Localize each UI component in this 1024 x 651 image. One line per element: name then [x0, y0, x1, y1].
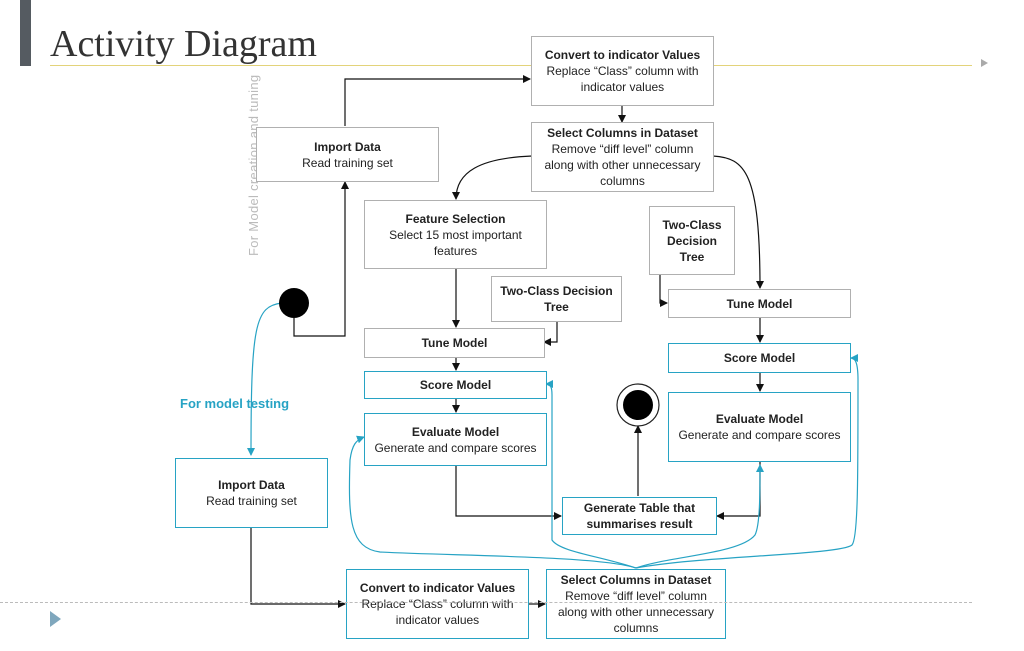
node-desc: Remove “diff level” column along with ot…: [544, 142, 701, 188]
edge-select-to-feature: [452, 155, 533, 200]
edge-import-to-convert: [344, 75, 531, 126]
node-title: Select Columns in Dataset: [547, 126, 698, 140]
score-model-left-node: Score Model: [364, 371, 547, 399]
node-title: Tune Model: [726, 296, 793, 311]
node-title: Evaluate Model: [715, 412, 804, 426]
edge-dtree-right-to-tune-right: [659, 275, 668, 307]
select-columns-training-node: Select Columns in Dataset Remove “diff l…: [531, 122, 714, 192]
bottom-triangle-icon: [50, 611, 61, 627]
node-title: Feature Selection: [405, 211, 506, 226]
feature-selection-node: Feature Selection Select 15 most importa…: [364, 200, 547, 269]
node-title: Convert to indicator Values: [359, 581, 516, 595]
page-title: Activity Diagram: [50, 23, 317, 65]
model-testing-label: For model testing: [180, 396, 290, 411]
edge-start-to-import-test: [247, 302, 283, 456]
node-title: Import Data: [314, 139, 381, 154]
decision-tree-right-node: Two-Class Decision Tree: [649, 206, 735, 275]
convert-indicator-testing-node: Convert to indicator Values Replace “Cla…: [346, 569, 529, 639]
evaluate-model-right-node: Evaluate Model Generate and compare scor…: [668, 392, 851, 462]
edge-test-to-score-right: [635, 354, 859, 569]
node-desc: Remove “diff level” column along with ot…: [557, 589, 715, 635]
evaluate-model-left-node: Evaluate Model Generate and compare scor…: [364, 413, 547, 466]
select-columns-testing-node: Select Columns in Dataset Remove “diff l…: [546, 569, 726, 639]
tune-model-right-node: Tune Model: [668, 289, 851, 318]
node-title: Evaluate Model: [411, 424, 500, 439]
node-desc: Generate and compare scores: [374, 440, 537, 455]
node-title: Two-Class Decision Tree: [500, 284, 613, 314]
node-title: Select Columns in Dataset: [560, 573, 712, 587]
tune-model-left-node: Tune Model: [364, 328, 545, 358]
node-title: Score Model: [723, 351, 796, 365]
edge-dtree-left-to-tune-left: [543, 322, 558, 346]
node-title: Tune Model: [421, 336, 488, 350]
title-accent-bar: [20, 0, 31, 66]
title-rule: [50, 65, 972, 66]
node-desc: Generate and compare scores: [678, 428, 841, 442]
node-desc: Select 15 most important features: [389, 227, 522, 258]
bottom-divider: [0, 602, 972, 603]
initial-node: [279, 288, 309, 318]
node-title: Convert to indicator Values: [544, 48, 701, 62]
decision-tree-left-node: Two-Class Decision Tree: [491, 276, 622, 322]
node-desc: Replace “Class” column with indicator va…: [546, 64, 699, 94]
corner-triangle-icon: [981, 59, 988, 67]
edge-start-to-import: [293, 181, 349, 337]
node-title: Score Model: [419, 378, 492, 392]
node-desc: Read training set: [302, 155, 393, 170]
node-desc: Replace “Class” column with indicator va…: [361, 597, 514, 627]
edge-eval-left-to-gen-table: [455, 466, 562, 520]
score-model-right-node: Score Model: [668, 343, 851, 373]
convert-indicator-training-node: Convert to indicator Values Replace “Cla…: [531, 36, 714, 106]
edge-eval-right-to-gen-table: [716, 462, 761, 520]
edge-select-to-tune-right: [712, 155, 764, 289]
node-desc: Read training set: [206, 494, 297, 508]
final-node: [623, 390, 653, 420]
edge-test-to-eval-right: [635, 464, 764, 569]
node-title: Generate Table that summarises result: [583, 501, 696, 531]
generate-table-node: Generate Table that summarises result: [562, 497, 717, 535]
import-data-training-node: Import Data Read training set: [256, 127, 439, 182]
edge-import-test-to-convert-test: [250, 528, 346, 608]
node-title: Two-Class Decision Tree: [662, 217, 722, 264]
import-data-testing-node: Import Data Read training set: [175, 458, 328, 528]
edge-test-to-eval-left: [348, 435, 637, 569]
node-title: Import Data: [218, 478, 285, 492]
edge-test-to-score-left: [545, 380, 637, 569]
